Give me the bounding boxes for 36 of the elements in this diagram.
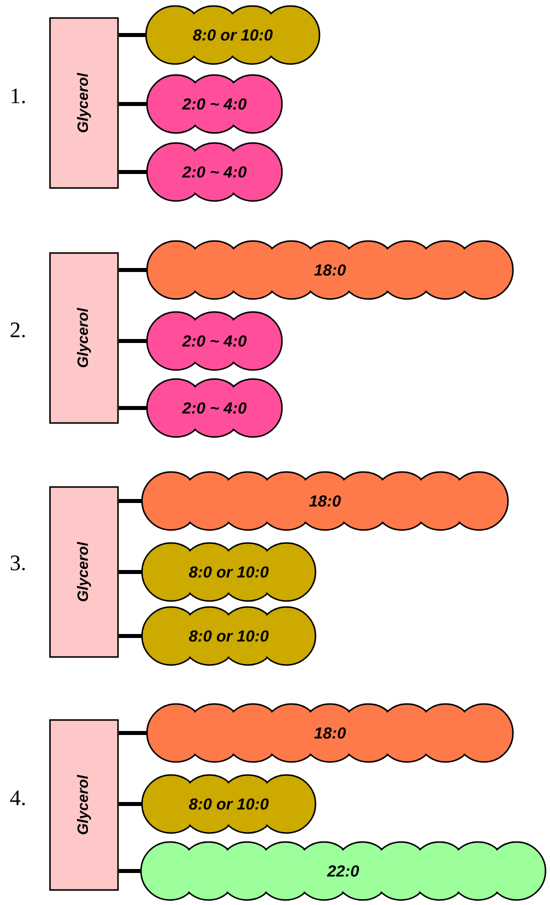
bead-chain: 22:0: [140, 841, 546, 901]
connector-line: [118, 731, 147, 735]
connector-line: [118, 170, 147, 174]
glycerol-box: Glycerol: [49, 252, 119, 424]
bead-chain: 2:0 ~ 4:0: [146, 378, 283, 438]
node-label: 8:0 or 10:0: [188, 630, 269, 642]
bead-chain: 2:0 ~ 4:0: [146, 311, 283, 371]
bead-chain: 18:0: [146, 703, 514, 763]
bead-chain: 2:0 ~ 4:0: [146, 142, 283, 202]
connector-line: [118, 802, 142, 806]
connector-line: [118, 339, 147, 343]
connector-line: [118, 634, 142, 638]
bead-chain: 18:0: [146, 240, 514, 300]
group-number: 4.: [10, 790, 25, 806]
bead-chain: 18:0: [141, 471, 509, 531]
bead-chain: 8:0 or 10:0: [141, 542, 316, 602]
connector-line: [118, 268, 147, 272]
connector-line: [118, 499, 142, 503]
group-number: 3.: [10, 556, 25, 570]
bead-chain: 8:0 or 10:0: [141, 606, 316, 666]
connector-line: [118, 869, 141, 873]
glycerol-box: Glycerol: [49, 17, 119, 189]
glycerol-box: Glycerol: [49, 486, 119, 658]
bead-chain: 8:0 or 10:0: [145, 5, 320, 65]
bead-chain: 2:0 ~ 4:0: [146, 74, 283, 134]
connector-line: [118, 570, 142, 574]
group-number: 1.: [12, 88, 25, 104]
node-label: 8:0 or 10:0: [188, 798, 269, 810]
group-number: 2.: [10, 322, 25, 338]
connector-line: [118, 33, 146, 37]
connector-line: [118, 102, 147, 106]
glycerol-box: Glycerol: [49, 719, 119, 891]
connector-line: [118, 406, 147, 410]
bead-chain: 8:0 or 10:0: [141, 774, 316, 834]
node-label: 8:0 or 10:0: [188, 566, 269, 578]
node-label: 8:0 or 10:0: [192, 29, 273, 41]
